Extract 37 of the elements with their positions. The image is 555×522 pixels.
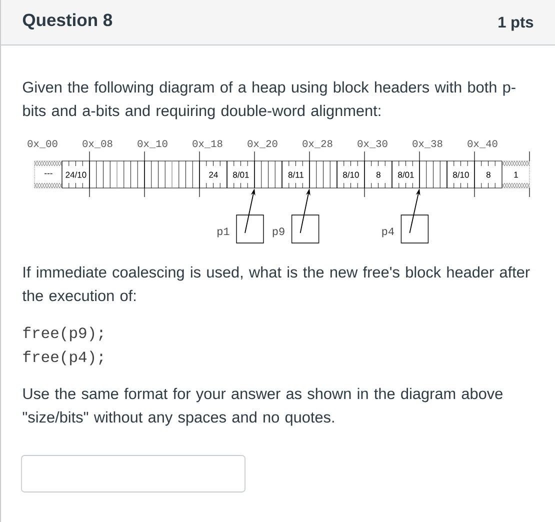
question-text: Use the same format for your answer as shown in the diagram above "size/bits" without any spaces and no quotes. bbox=[22, 388, 502, 426]
memory-cell: 8/01 bbox=[226, 160, 255, 188]
question-text: If immediate coalescing is used, what is the new free's block header after the execution of: bbox=[22, 266, 530, 302]
address-label: 0x_40 bbox=[468, 140, 498, 148]
memory-cell bbox=[89, 160, 118, 188]
question-text: Given the following diagram of a heap using block headers with both p-bits and a-bits and requiring double-word alignment: bbox=[22, 81, 516, 120]
memory-cell: 8/10 bbox=[336, 160, 365, 188]
address-label: 0x_38 bbox=[412, 140, 442, 148]
code-line: free(p4); bbox=[23, 350, 103, 366]
pointer-label: p4 bbox=[382, 228, 394, 238]
address-label: 0x_18 bbox=[192, 140, 222, 148]
code-line: free(p9); bbox=[23, 326, 103, 342]
memory-cell: --- bbox=[34, 160, 62, 188]
memory-cell bbox=[172, 160, 200, 188]
address-label: 0x_28 bbox=[302, 140, 332, 148]
memory-cell: 8/10 bbox=[446, 160, 475, 188]
memory-cell: 8/01 bbox=[392, 160, 420, 188]
memory-cell: 24 bbox=[199, 160, 228, 188]
memory-cell bbox=[254, 160, 282, 188]
memory-cell bbox=[419, 160, 448, 188]
points-label: 1 pts bbox=[498, 16, 534, 31]
address-label: 0x_10 bbox=[138, 140, 168, 148]
memory-cell: 8 bbox=[474, 160, 502, 188]
memory-cell: 8 bbox=[364, 160, 392, 188]
address-label: 0x_08 bbox=[82, 140, 112, 148]
memory-cell: 1 bbox=[502, 160, 530, 188]
memory-cell bbox=[309, 160, 338, 188]
pointer-label: p1 bbox=[218, 228, 230, 238]
memory-cell: 24/10 bbox=[62, 160, 90, 188]
memory-cell bbox=[116, 160, 145, 188]
question-title: Question 8 bbox=[22, 13, 112, 30]
address-label: 0x_20 bbox=[248, 140, 278, 148]
address-label: 0x_00 bbox=[28, 140, 58, 148]
memory-cell bbox=[144, 160, 172, 188]
memory-cell: 8/11 bbox=[282, 160, 310, 188]
address-label: 0x_30 bbox=[358, 140, 388, 148]
pointer-label: p9 bbox=[272, 228, 284, 238]
